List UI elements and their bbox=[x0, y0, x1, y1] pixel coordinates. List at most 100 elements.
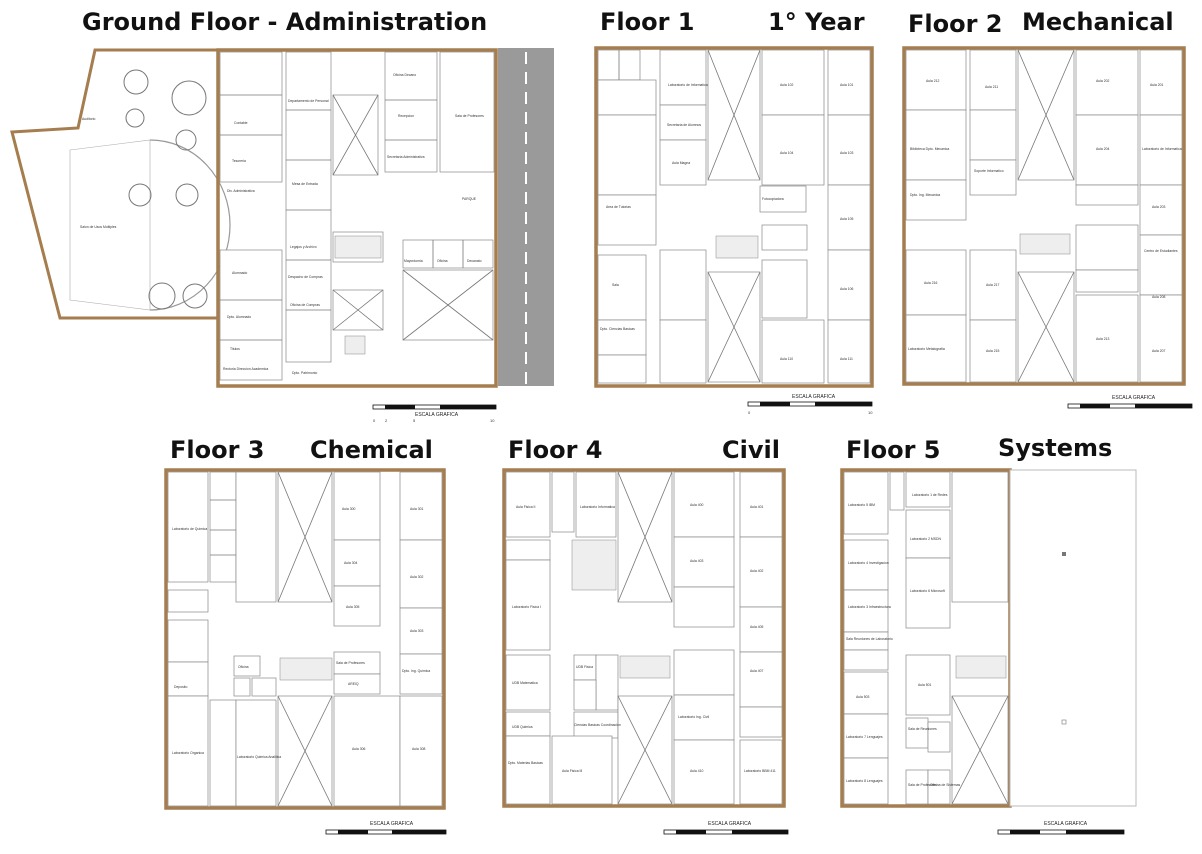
f2-room-label: Laboratorio de Informatica bbox=[1142, 147, 1182, 151]
f5-room-label: Laboratorio 4 Investigacion bbox=[848, 561, 889, 565]
f1-room-label: Fotocopiadora bbox=[762, 197, 784, 201]
title-floor-3-dept: Chemical bbox=[310, 436, 433, 464]
f1-room-label: Aula 106 bbox=[840, 287, 853, 291]
ground-floor-plan: Salon de Usos Multiples Auditorio Contab… bbox=[10, 48, 554, 423]
floor-4-plan: Aula Fisica II Laboratorio Informatica A… bbox=[502, 468, 789, 835]
f4-room-label: Ciencias Basicas Coordinacion bbox=[574, 723, 621, 727]
floor-2-outline bbox=[902, 46, 1186, 386]
ground-room-label: Legajos y Archivo bbox=[290, 245, 317, 249]
f4-room-label: Aula 407 bbox=[750, 669, 763, 673]
floor-2-room-labels: Aula 212 Aula 211 Aula 202 Aula 201 Bibl… bbox=[908, 79, 1182, 353]
f1-room-label: Aula 105 bbox=[840, 217, 853, 221]
f2-room-label: Aula 201 bbox=[1150, 83, 1163, 87]
ground-room-labels: Salon de Usos Multiples Auditorio Contab… bbox=[80, 73, 484, 375]
title-floor-1: Floor 1 bbox=[600, 8, 695, 36]
title-floor-1-year: 1° Year bbox=[768, 8, 865, 36]
f5-room-label: Laboratorio 7 Lenguajes bbox=[846, 735, 883, 739]
f2-room-label: Aula 207 bbox=[1152, 349, 1165, 353]
ground-room-label: Alumnado bbox=[232, 271, 247, 275]
ground-room-label: Mayordomia bbox=[404, 259, 423, 263]
f2-room-label: Aula 212 bbox=[926, 79, 939, 83]
ground-room-label: Dpto. Alumnado bbox=[227, 315, 251, 319]
f4-room-label: Aula 410 bbox=[690, 769, 703, 773]
f5-room-label: Laboratorio 5 IBM bbox=[848, 503, 875, 507]
scale-label: ESCALA GRAFICA bbox=[1112, 395, 1156, 401]
floor-3-plan: Laboratorio de Quimica Aula 300 Aula 301… bbox=[164, 468, 447, 835]
ground-room-label: Oficina Decano bbox=[393, 73, 416, 77]
f2-room-label: Aula 215 bbox=[986, 349, 999, 353]
title-floor-4: Floor 4 bbox=[508, 436, 603, 464]
floor-5-scale-bar: ESCALA GRAFICA bbox=[997, 821, 1125, 835]
f2-room-label: Aula 203 bbox=[1152, 205, 1165, 209]
f3-room-label: Laboratorio Organica bbox=[172, 751, 204, 755]
floor-1-outline bbox=[594, 46, 874, 388]
f4-room-label: Aula Fisica II bbox=[516, 505, 535, 509]
f5-room-label: Sala de Reuniones bbox=[908, 727, 937, 731]
floor-5-plan: Laboratorio 5 IBM Laboratorio 1 de Redes… bbox=[840, 468, 1137, 835]
f2-room-label: Aula 208 bbox=[1152, 295, 1165, 299]
ground-main-building-outline bbox=[216, 48, 498, 388]
f3-room-label: Deposito bbox=[174, 685, 187, 689]
f2-room-label: Aula 202 bbox=[1096, 79, 1109, 83]
f4-room-label: Dpto. Materias Basicas bbox=[508, 761, 543, 765]
scale-tick: 0 bbox=[373, 418, 376, 423]
f2-room-label: Aula 213 bbox=[1096, 337, 1109, 341]
f3-room-label: Aula 305 bbox=[346, 605, 359, 609]
f1-room-label: Laboratorio de Informatica bbox=[668, 83, 708, 87]
f1-room-label: Aula 104 bbox=[780, 151, 793, 155]
f4-room-label: Laboratorio Fisica I bbox=[512, 605, 541, 609]
floor-2-scale-bar: ESCALA GRAFICA bbox=[1067, 395, 1193, 409]
ground-scale-bar: ESCALA GRAFICA 0 2 5 10 bbox=[372, 404, 497, 423]
f3-room-label: Aula 302 bbox=[410, 575, 423, 579]
f4-room-label: Laboratorio BBM 411 bbox=[744, 769, 776, 773]
f2-room-label: Aula 216 bbox=[924, 281, 937, 285]
scale-tick: 10 bbox=[868, 410, 873, 415]
f2-room-label: Biblioteca Dpto. Mecanica bbox=[910, 147, 949, 151]
ground-room-label: Contable bbox=[234, 121, 248, 125]
ground-room-label: Oficina bbox=[437, 259, 448, 263]
f5-room-label: Laboratorio 1 de Redes bbox=[912, 493, 948, 497]
ground-room-label: Secretaria Administrativa bbox=[387, 155, 425, 159]
f3-room-label: Dpto. Ing. Quimica bbox=[402, 669, 430, 673]
ground-room-label: Div. Administrativa bbox=[227, 189, 255, 193]
scale-tick: 0 bbox=[748, 410, 751, 415]
title-floor-2-dept: Mechanical bbox=[1022, 8, 1174, 36]
f3-room-label: Aula 308 bbox=[412, 747, 425, 751]
f3-room-label: Oficina bbox=[238, 665, 249, 669]
f5-room-label: Aula 503 bbox=[856, 695, 869, 699]
title-ground-floor: Ground Floor - Administration bbox=[82, 8, 488, 36]
floor-3-scale-bar: ESCALA GRAFICA bbox=[325, 821, 447, 835]
f3-room-label: Laboratorio de Quimica bbox=[172, 527, 207, 531]
f5-room-label: Oficina de Sistemas bbox=[930, 783, 960, 787]
f4-room-label: Aula 401 bbox=[750, 505, 763, 509]
scale-label: ESCALA GRAFICA bbox=[370, 821, 414, 827]
f4-room-label: UDB Matematica bbox=[512, 681, 538, 685]
title-floor-4-dept: Civil bbox=[722, 436, 780, 464]
ground-room-label: Salon de Usos Multiples bbox=[80, 225, 117, 229]
floor-5-open-terrace bbox=[1009, 469, 1137, 807]
scale-tick: 10 bbox=[490, 418, 495, 423]
ground-room-label: Decanato bbox=[467, 259, 482, 263]
title-floor-5: Floor 5 bbox=[846, 436, 941, 464]
ground-room-label: PARQUE bbox=[462, 197, 477, 201]
f3-room-label: Aula 304 bbox=[344, 561, 357, 565]
f5-room-label: Laboratorio 8 Lenguajes bbox=[846, 779, 883, 783]
f1-room-label: Aula 103 bbox=[840, 151, 853, 155]
f1-room-label: Aula 102 bbox=[780, 83, 793, 87]
ground-room-label: Dpto. Patrimonio bbox=[292, 371, 317, 375]
f2-room-label: Aula 211 bbox=[985, 85, 998, 89]
f2-room-label: Centro de Estudiantes bbox=[1144, 249, 1178, 253]
f4-room-label: Laboratorio Ing. Civil bbox=[678, 715, 709, 719]
f1-room-label: Aula 101 bbox=[840, 83, 853, 87]
title-floor-2: Floor 2 bbox=[908, 10, 1003, 38]
floor-4-outline bbox=[502, 468, 786, 808]
ground-room-label: Oficina de Compras bbox=[290, 303, 320, 307]
f2-room-label: Dpto. Ing. Mecanica bbox=[910, 193, 940, 197]
floor-1-room-labels: Laboratorio de Informatica Secretaria de… bbox=[600, 83, 853, 361]
ground-room-label: Tesoreria bbox=[232, 159, 246, 163]
ground-hall-arc bbox=[149, 139, 231, 311]
f4-room-label: Aula 400 bbox=[690, 503, 703, 507]
f1-room-label: Secretaria de Alumnos bbox=[667, 123, 701, 127]
scale-tick: 2 bbox=[385, 418, 388, 423]
